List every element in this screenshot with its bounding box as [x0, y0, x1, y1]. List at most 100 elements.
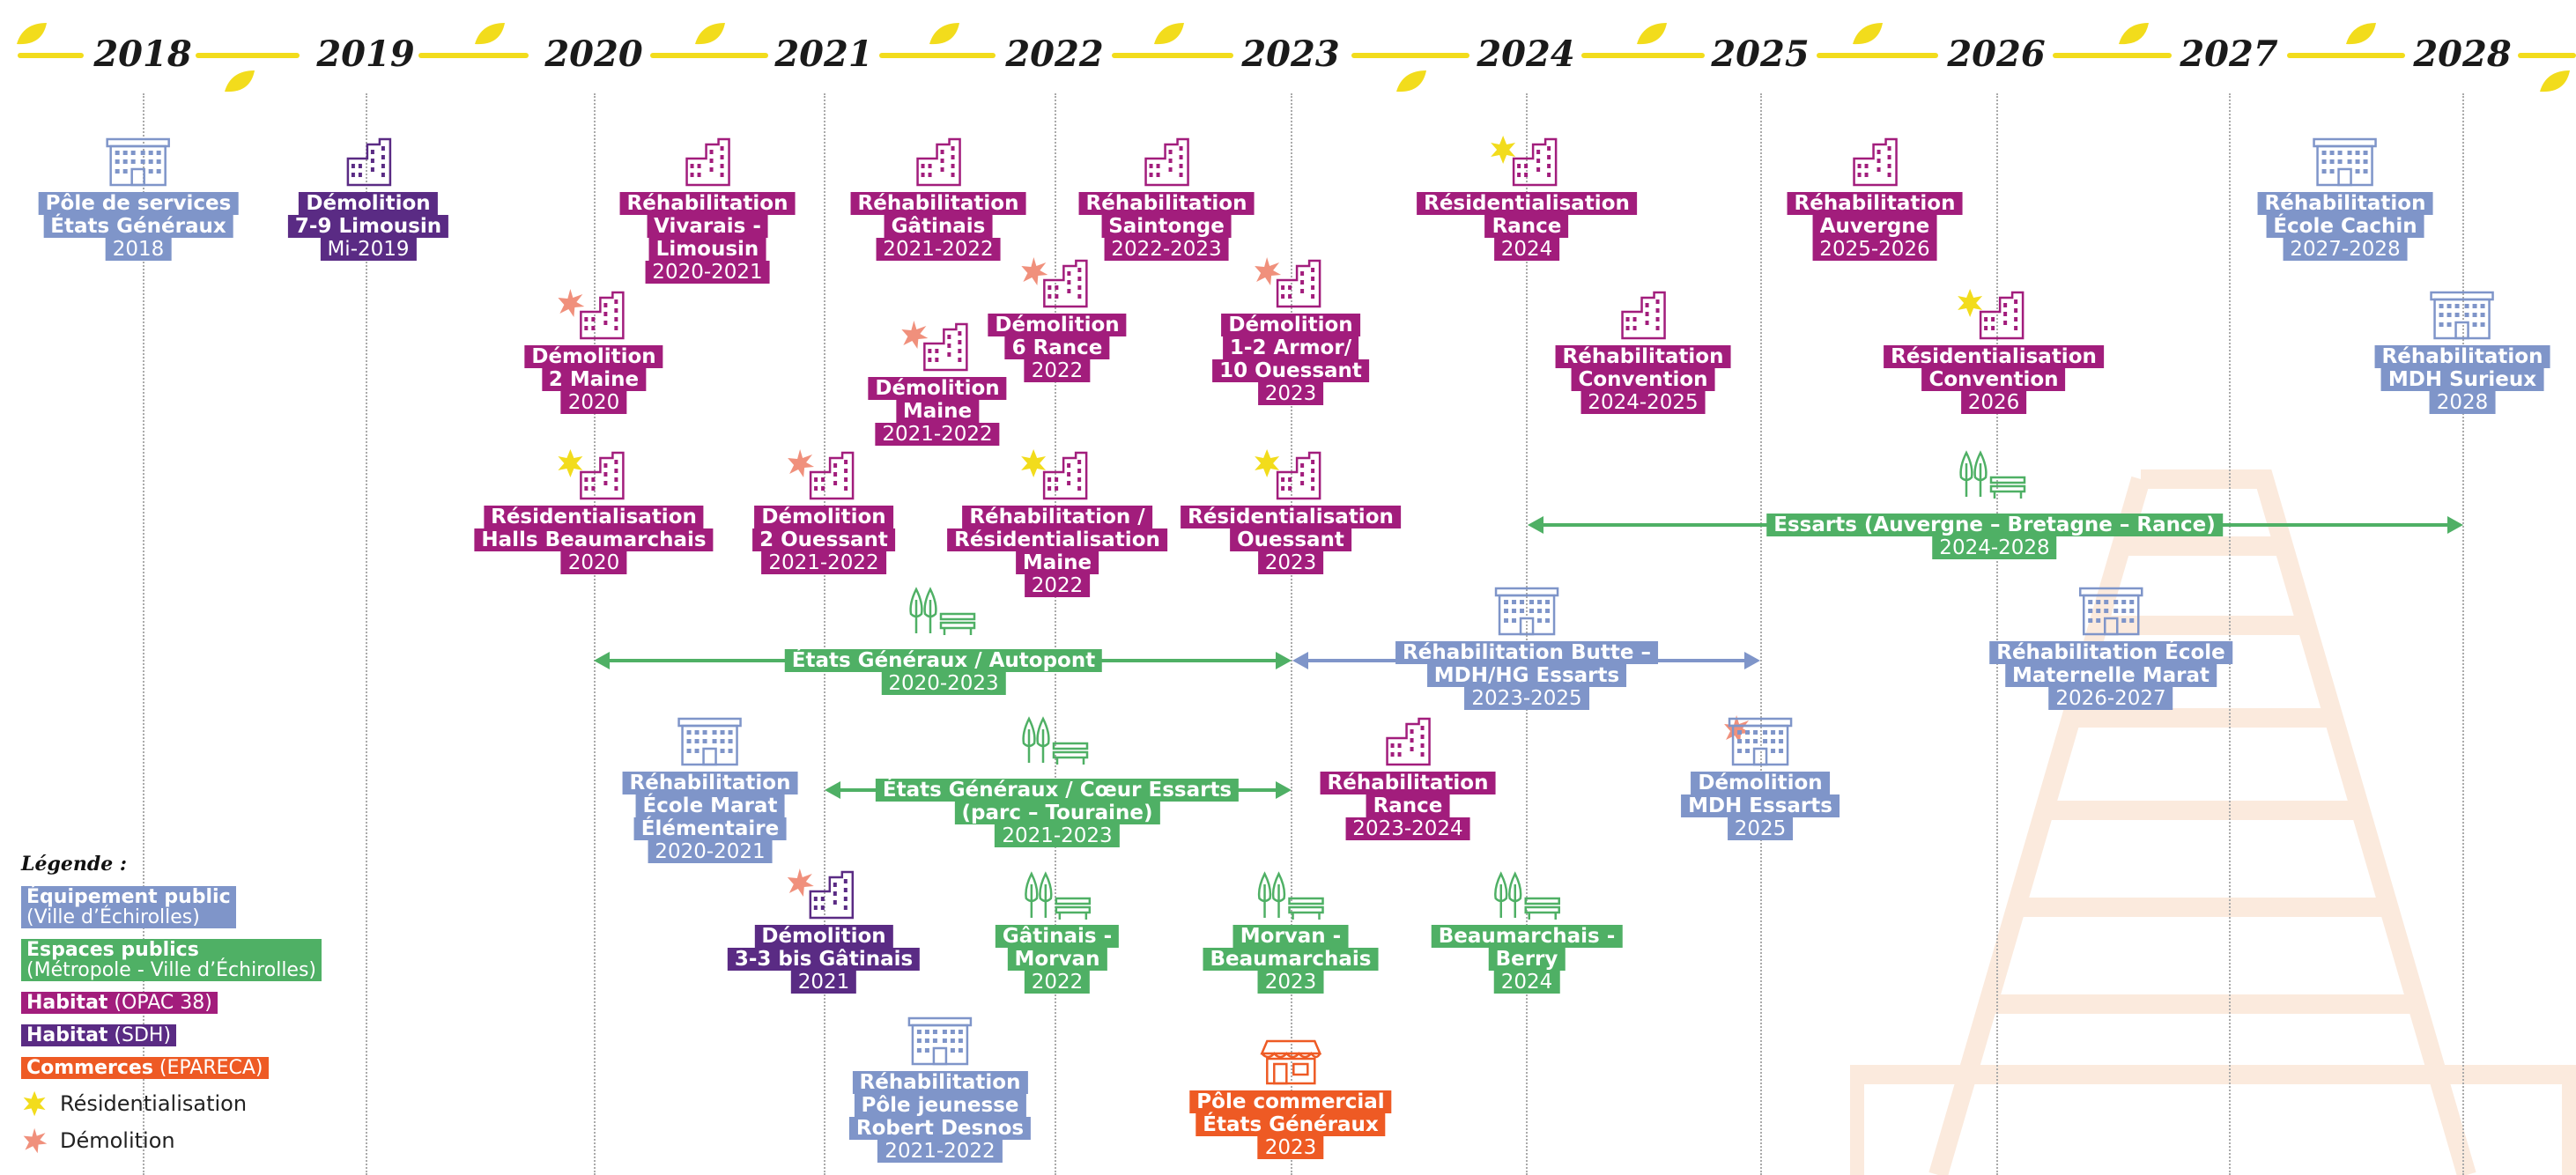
legend-symbol-label: Démolition [60, 1128, 175, 1153]
apartment-building-icon [685, 137, 731, 187]
project-title-line: Démolition [754, 925, 893, 948]
project-title-line: 1-2 Armor/ [1222, 336, 1359, 359]
yellow-leaf-icon [2346, 23, 2376, 45]
project-title-line: Beaumarchais - [1431, 925, 1623, 948]
timeline-line-segment [2518, 53, 2576, 58]
project-title-line: Réhabilitation École [1989, 641, 2232, 664]
project-title-line: 7-9 Limousin [287, 215, 449, 238]
legend-title: Légende : [21, 853, 128, 876]
project-title-line: Résidentialisation [1181, 506, 1401, 528]
legend-category-owner: (Métropole - Ville d’Échirolles) [26, 959, 317, 981]
demolition-building-icon [901, 321, 968, 372]
year-label: 2019 [316, 33, 415, 75]
project-title-line: Saintonge [1101, 215, 1232, 238]
project-title-line: Ouessant [1230, 528, 1351, 551]
shop-icon [1260, 1039, 1321, 1085]
timeline-line-segment [1112, 53, 1233, 58]
project-date: 2020-2021 [645, 261, 770, 284]
project-card-etats-coeur-essarts: États Généraux / Cœur Essarts(parc – Tou… [875, 779, 1240, 847]
public-building-icon-wrapper [674, 713, 746, 768]
demolition-public-building-icon [1724, 715, 1793, 766]
park-icon [1025, 871, 1092, 920]
legend-items: Équipement public(Ville d’Échirolles)Esp… [21, 886, 322, 1155]
project-title-line: Résidentialisation [947, 528, 1167, 551]
demolition-building-icon-wrapper [787, 867, 860, 921]
project-title-line: Démolition [299, 192, 438, 215]
project-title-line: Maternelle Marat [2005, 664, 2217, 687]
timeline-line-segment [2287, 53, 2405, 58]
project-title-line: Réhabilitation [852, 1071, 1028, 1094]
legend-item: Équipement public(Ville d’Échirolles) [21, 886, 322, 928]
project-title-line: 2 Maine [541, 368, 647, 391]
project-title-line: Morvan - [1232, 925, 1349, 948]
park-icon [1258, 871, 1325, 920]
project-date: 2023 [1257, 551, 1324, 574]
public-building-icon [2430, 291, 2495, 340]
legend-item: Habitat (OPAC 38) [21, 992, 322, 1014]
public-building-icon-wrapper [904, 1013, 976, 1068]
project-date: 2020-2023 [881, 672, 1006, 695]
project-title-line: Démolition [524, 345, 663, 368]
project-date: 2021-2022 [875, 423, 1000, 446]
apartment-building-icon-wrapper [1839, 134, 1911, 188]
project-card-essarts-auvergne: Essarts (Auvergne – Bretagne – Rance)202… [1766, 514, 2223, 559]
residentialisation-building-icon-wrapper [557, 447, 630, 502]
residentialisation-building-icon-wrapper [1490, 134, 1563, 188]
timeline-line-segment [1581, 53, 1705, 58]
project-date: 2027-2028 [2283, 238, 2408, 261]
project-date: 2023-2025 [1464, 687, 1589, 710]
project-title-line: Réhabilitation [1555, 345, 1731, 368]
project-title-line: Maine [895, 400, 980, 423]
project-date: 2022 [1024, 971, 1091, 994]
park-icon-wrapper [906, 582, 978, 637]
project-title-line: Démolition [754, 506, 893, 528]
project-title-line: Réhabilitation [622, 772, 798, 794]
project-date: 2018 [105, 238, 172, 261]
project-title-line: Beaumarchais [1203, 948, 1379, 971]
legend-symbol: Démolition [21, 1127, 322, 1155]
yellow-leaf-icon [929, 23, 959, 45]
legend-category-owner: (Ville d’Échirolles) [26, 906, 200, 928]
project-date: 2024-2025 [1580, 391, 1706, 414]
project-title-line: Pôle jeunesse [854, 1094, 1026, 1117]
public-building-icon-wrapper [1491, 583, 1563, 638]
year-gridline [594, 93, 596, 1175]
legend-item: Commerces (EPARECA) [21, 1057, 322, 1079]
residentialisation-building-icon-wrapper [1020, 447, 1093, 502]
park-icon-wrapper [1021, 867, 1093, 921]
year-gridline [1055, 93, 1056, 1175]
residentialisation-building-icon-wrapper [1957, 287, 2030, 342]
legend-category-name: Habitat [26, 1024, 108, 1046]
public-building-icon [2078, 587, 2143, 636]
timeline-line-segment [2053, 53, 2172, 58]
demolition-building-icon [787, 868, 855, 920]
park-icon-wrapper [1018, 712, 1091, 766]
project-title-line: Essarts (Auvergne – Bretagne – Rance) [1766, 514, 2223, 536]
project-title-line: 2 Ouessant [752, 528, 895, 551]
residentialisation-building-icon [1490, 136, 1558, 187]
residentialisation-building-icon [1020, 449, 1088, 500]
project-title-line: (parc – Touraine) [954, 802, 1160, 824]
project-title-line: Vivarais - [647, 215, 768, 238]
project-date: 2025-2026 [1812, 238, 1937, 261]
project-title-line: Réhabilitation [1078, 192, 1255, 215]
timeline-line-segment [418, 53, 529, 58]
public-building-icon-wrapper [2309, 134, 2381, 188]
project-date: 2022 [1024, 574, 1091, 597]
legend-item: Habitat (SDH) [21, 1024, 322, 1046]
year-gridline [366, 93, 367, 1175]
project-date: 2022-2023 [1104, 238, 1229, 261]
project-title-line: Résidentialisation [1884, 345, 2104, 368]
year-label: 2026 [1947, 33, 2046, 75]
year-gridline [2229, 93, 2231, 1175]
